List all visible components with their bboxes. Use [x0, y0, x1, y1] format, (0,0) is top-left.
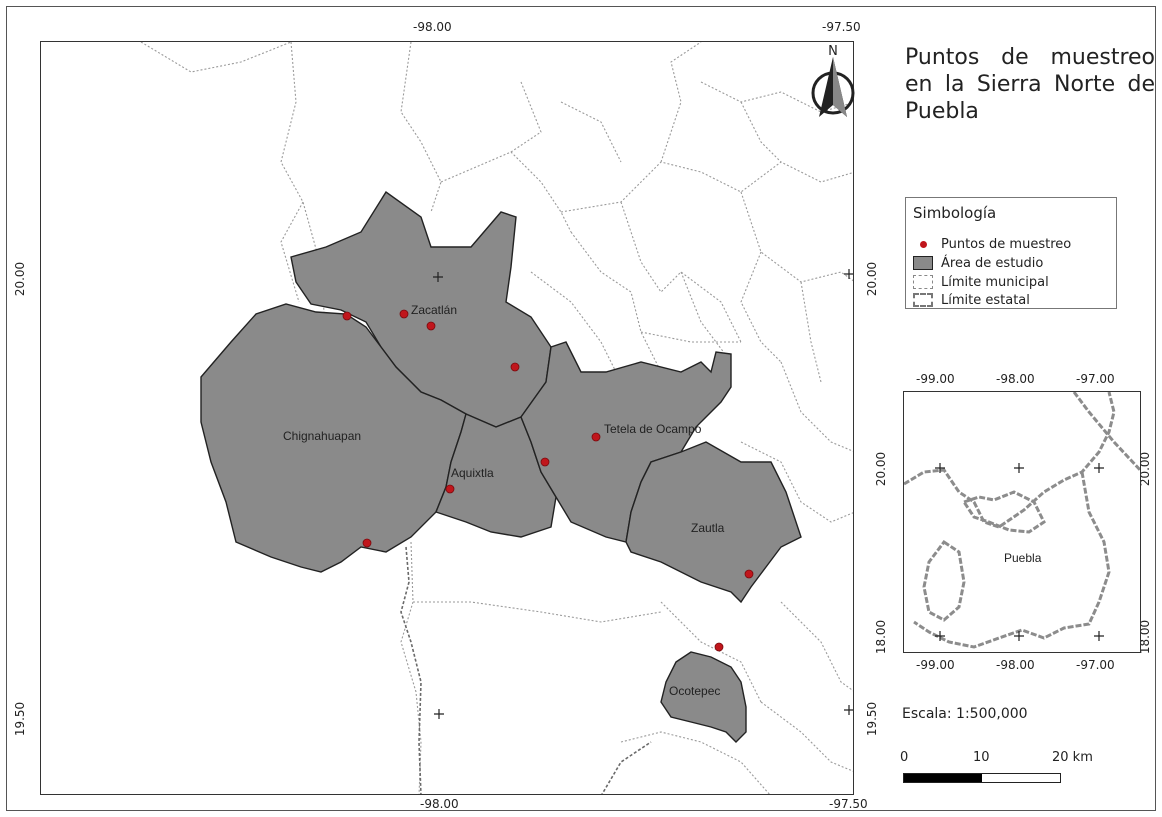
inset-label-puebla: Puebla [1004, 551, 1042, 565]
inset-left-coord-1: 20.00 [874, 451, 889, 487]
label-aquixtla: Aquixtla [451, 466, 494, 480]
legend-label-study-area: Área de estudio [941, 255, 1044, 271]
ocotepec-area[interactable] [660, 651, 747, 743]
sample-point [714, 642, 724, 652]
top-coord-1: -98.00 [413, 20, 452, 34]
north-label: N [828, 44, 838, 59]
inset-bottom-coord-2: -98.00 [996, 658, 1035, 672]
gray-fill-icon [913, 256, 933, 270]
label-chignahuapan: Chignahuapan [283, 429, 361, 443]
inset-top-coord-2: -98.00 [996, 372, 1035, 386]
main-map[interactable]: Zacatlán Chignahuapan Aquixtla Tetela de… [40, 41, 854, 795]
scale-bar-black-segment [904, 774, 982, 782]
inset-top-coord-1: -99.00 [916, 372, 955, 386]
sample-point [540, 457, 550, 467]
sample-point [362, 538, 372, 548]
municipal-boundaries [140, 42, 853, 794]
inset-state-boundaries [904, 392, 1140, 649]
inset-map[interactable]: Puebla [903, 391, 1141, 653]
legend-item-study-area: Área de estudio [913, 254, 1043, 272]
sample-point [744, 569, 754, 579]
sample-point [591, 432, 601, 442]
label-tetela: Tetela de Ocampo [604, 422, 702, 436]
right-coord-2: 19.50 [865, 701, 880, 737]
scale-text: Escala: 1:500,000 [902, 706, 1028, 722]
legend-item-state: Límite estatal [913, 291, 1030, 309]
legend-label-municipal: Límite municipal [941, 274, 1049, 290]
tetela-area[interactable] [520, 341, 732, 543]
scale-label-20: 20 km [1052, 750, 1093, 765]
bottom-coord-2: -97.50 [829, 797, 868, 811]
top-coord-2: -97.50 [822, 20, 861, 34]
sample-point [445, 484, 455, 494]
inset-top-coord-3: -97.00 [1076, 372, 1115, 386]
inset-left-coord-2: 18.00 [874, 619, 889, 655]
sample-points [342, 309, 754, 652]
map-title: Puntos de muestreo en la Sierra Norte de… [905, 45, 1155, 124]
north-arrow-icon: N [811, 44, 855, 117]
sample-point [510, 362, 520, 372]
main-map-canvas: Zacatlán Chignahuapan Aquixtla Tetela de… [140, 42, 853, 794]
sample-point [342, 311, 352, 321]
left-coord-2: 19.50 [13, 701, 28, 737]
map-layout-frame [6, 6, 1156, 811]
label-ocotepec: Ocotepec [669, 684, 720, 698]
dotted-line-icon [913, 275, 933, 289]
inset-map-canvas: Puebla [904, 392, 1140, 649]
bottom-coord-1: -98.00 [420, 797, 459, 811]
dashed-thick-line-icon [913, 293, 933, 307]
inset-graticule-crosses [935, 463, 1104, 641]
left-coord-1: 20.00 [13, 261, 28, 297]
inset-bottom-coord-3: -97.00 [1076, 658, 1115, 672]
label-zacatlan: Zacatlán [411, 303, 457, 317]
zautla-area[interactable] [625, 441, 802, 604]
red-dot-icon [913, 237, 933, 251]
label-zautla: Zautla [691, 521, 725, 535]
scale-bar [903, 773, 1061, 783]
graticule-crosses [433, 269, 853, 719]
scale-label-0: 0 [900, 750, 909, 765]
sample-point [399, 309, 409, 319]
scale-label-10: 10 [973, 750, 990, 765]
legend: Simbología Puntos de muestreo Área de es… [905, 197, 1117, 309]
legend-label-state: Límite estatal [941, 292, 1030, 308]
inset-bottom-coord-1: -99.00 [916, 658, 955, 672]
scale-bar-white-segment [982, 774, 1060, 782]
state-boundary [400, 546, 652, 794]
right-coord-1: 20.00 [865, 261, 880, 297]
sample-point [426, 321, 436, 331]
study-area [200, 190, 802, 743]
legend-item-sample-points: Puntos de muestreo [913, 235, 1071, 253]
legend-item-municipal: Límite municipal [913, 273, 1049, 291]
legend-title: Simbología [913, 204, 997, 222]
legend-label-sample-points: Puntos de muestreo [941, 236, 1072, 252]
